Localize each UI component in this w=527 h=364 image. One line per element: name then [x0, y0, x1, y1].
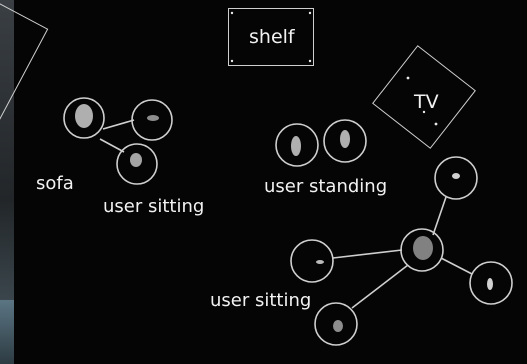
joint-circle [290, 239, 334, 283]
joint-circle [469, 261, 513, 305]
user-sitting-label-1: user sitting [103, 196, 205, 217]
joint-circle [63, 97, 105, 139]
tv-speckle [406, 76, 410, 80]
link-line [440, 257, 473, 275]
user-sitting-label-2: user sitting [210, 290, 312, 311]
joint-circle [131, 99, 173, 141]
tv-speckle [422, 110, 426, 114]
point-cloud-blob [340, 130, 350, 148]
tv-speckle [434, 122, 438, 126]
point-cloud-blob [147, 115, 159, 121]
point-cloud-blob [333, 320, 343, 332]
point-cloud-blob [75, 104, 93, 128]
point-cloud-blob [130, 153, 142, 167]
user-standing-label: user standing [264, 176, 388, 197]
corner-dot [308, 59, 312, 63]
sofa-label: sofa [36, 173, 74, 194]
joint-circle [314, 302, 358, 346]
link-line [432, 196, 447, 236]
joint-circle [323, 119, 367, 163]
tv-label: TV [414, 91, 439, 113]
link-line [351, 264, 409, 309]
bottom-left-photo-strip [0, 300, 14, 364]
link-line [99, 138, 125, 153]
link-line [102, 119, 135, 130]
point-cloud-blob [316, 260, 324, 264]
point-cloud-blob [452, 173, 460, 179]
joint-circle [275, 123, 319, 167]
point-cloud-blob [291, 136, 301, 156]
joint-circle [400, 228, 444, 272]
link-line [332, 249, 403, 259]
corner-dot [230, 11, 234, 15]
left-edge-photo-strip [0, 0, 14, 364]
shelf-label: shelf [249, 26, 295, 48]
corner-dot [308, 11, 312, 15]
point-cloud-blob [487, 278, 493, 290]
shelf-box: shelf [228, 8, 314, 66]
joint-circle [434, 156, 478, 200]
point-cloud-blob [413, 236, 433, 260]
corner-dot [230, 59, 234, 63]
joint-circle [116, 143, 158, 185]
